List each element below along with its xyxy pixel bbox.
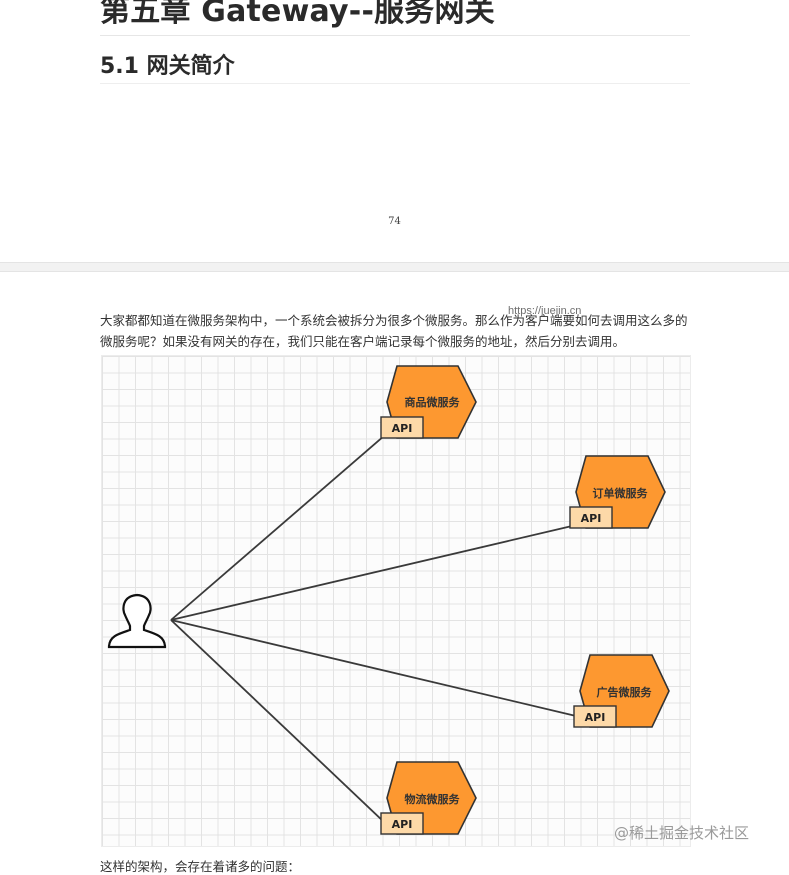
section-title: 5.1 网关简介: [100, 54, 235, 79]
user-icon: [107, 593, 167, 649]
page-separator: [0, 262, 789, 272]
heading-divider: [100, 35, 690, 36]
intro-paragraph: 大家都都知道在微服务架构中，一个系统会被拆分为很多个微服务。那么作为客户端要如何…: [100, 314, 688, 349]
service-label-product: 商品微服务: [405, 395, 461, 409]
service-node-ad: 广告微服务 API: [573, 654, 670, 728]
section-divider: [100, 83, 690, 84]
diagram-canvas: 商品微服务 API 订单微服务 API 广告微服务 API 物流微服务 API: [107, 365, 670, 835]
service-label-logistics: 物流微服务: [405, 792, 461, 806]
service-node-product: 商品微服务 API: [380, 365, 477, 439]
api-box-logistics: [380, 812, 424, 835]
service-node-order: 订单微服务 API: [569, 455, 666, 529]
page-number: 74: [388, 216, 401, 227]
api-box-product: [380, 416, 424, 439]
connector-line-order: [170, 525, 573, 621]
service-label-order: 订单微服务: [593, 486, 649, 500]
api-label-product: API: [392, 422, 413, 435]
api-label-ad: API: [585, 711, 606, 724]
architecture-diagram: 商品微服务 API 订单微服务 API 广告微服务 API 物流微服务 API: [101, 355, 691, 847]
service-label-ad: 广告微服务: [597, 685, 653, 699]
connector-line-product: [170, 435, 385, 621]
following-paragraph: 这样的架构，会存在着诸多的问题：: [100, 860, 301, 874]
url-overlay: https://juejin.cn: [508, 305, 582, 317]
api-label-order: API: [581, 512, 602, 525]
chapter-title: 第五章 Gateway--服务网关: [100, 0, 495, 29]
api-box-ad: [573, 705, 617, 728]
api-label-logistics: API: [392, 818, 413, 831]
api-box-order: [569, 506, 613, 529]
watermark-text: @稀土掘金技术社区: [614, 824, 750, 842]
document-page-top: 第五章 Gateway--服务网关 5.1 网关简介 74: [0, 0, 789, 262]
connector-line-ad: [170, 619, 577, 717]
service-node-logistics: 物流微服务 API: [380, 761, 477, 835]
connector-line-logistics: [170, 619, 385, 823]
